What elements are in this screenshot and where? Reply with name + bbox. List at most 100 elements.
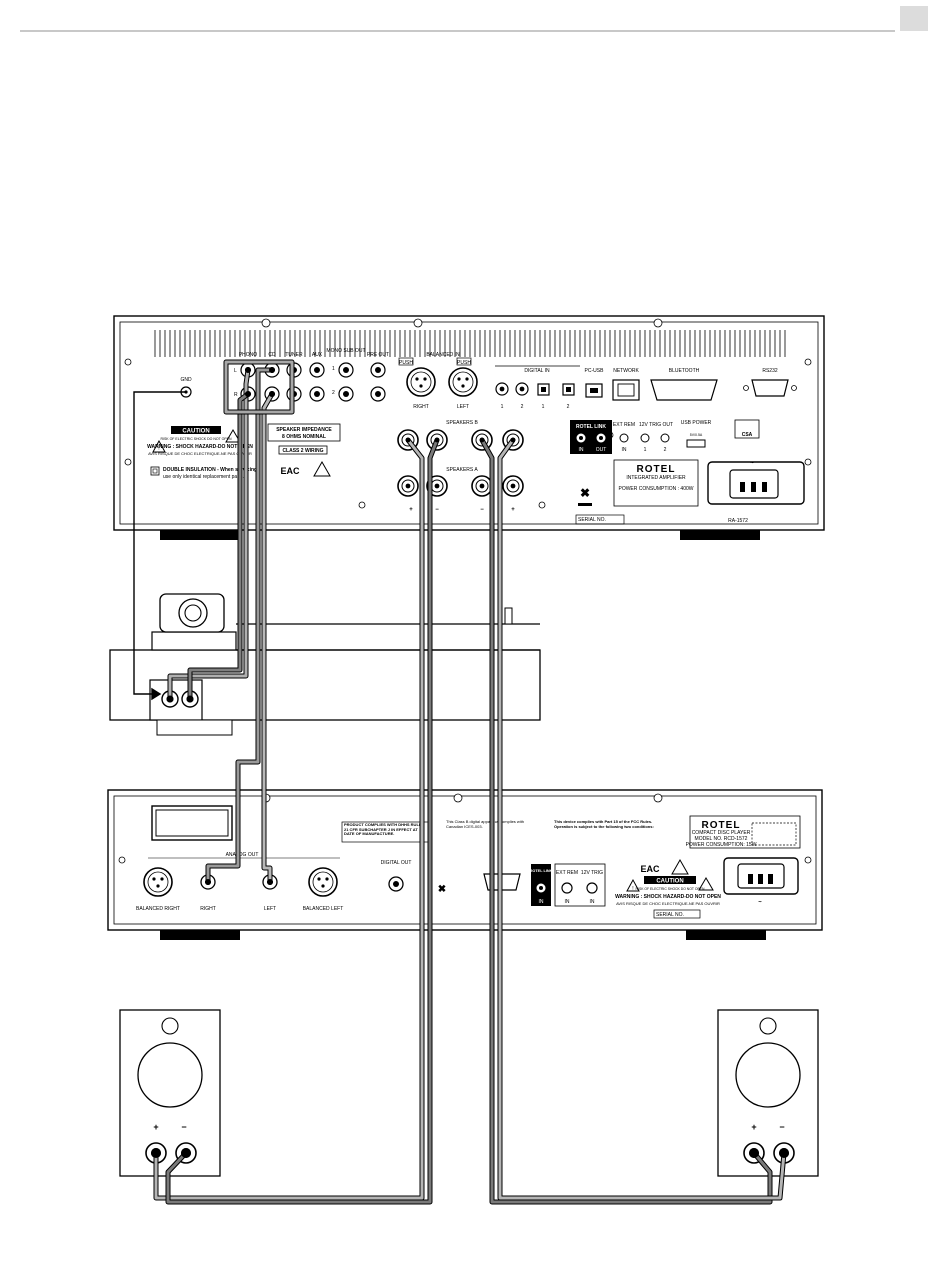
amp-network-label: NETWORK bbox=[613, 368, 639, 374]
svg-text:~: ~ bbox=[758, 900, 762, 906]
amp-class2-box bbox=[278, 445, 328, 455]
cd-balanced-left-label: BALANCED LEFT bbox=[303, 906, 344, 912]
speaker-left-woofer bbox=[735, 1042, 801, 1108]
turntable bbox=[109, 593, 541, 736]
cd-fcc-text: This device complies with Part 15 of the… bbox=[554, 820, 654, 829]
amp-input-tuner: TUNER bbox=[285, 352, 303, 358]
cd-warning-fr: AVIS RISQUE DE CHOC ELECTRIQUE-NE PAS OU… bbox=[616, 901, 720, 906]
cd-caution-label: CAUTION bbox=[656, 879, 683, 885]
amp-brand: ROTEL bbox=[637, 464, 676, 475]
cd-eac-mark: EAC bbox=[640, 864, 660, 874]
amp-channel-l: L bbox=[234, 368, 237, 374]
amp-trig-2-label: 2 bbox=[664, 447, 667, 453]
amp-xlr-left-label: LEFT bbox=[457, 404, 469, 410]
amp-caution-box bbox=[171, 426, 221, 434]
cd-right-label: RIGHT bbox=[200, 906, 216, 912]
cd-cert-icon bbox=[671, 858, 689, 875]
amp-vents bbox=[154, 330, 786, 357]
turntable-tonearm-base bbox=[151, 631, 237, 651]
cd-ext-rem-in: IN bbox=[565, 899, 570, 905]
amp-impedance-label: SPEAKER IMPEDANCE bbox=[276, 427, 332, 433]
amp-usb-power-label: USB POWER bbox=[681, 420, 712, 426]
cd-analog-cable bbox=[205, 359, 295, 882]
cd-power: POWER CONSUMPTION: 15W bbox=[686, 842, 757, 848]
amp-model: RA-1572 bbox=[728, 518, 748, 524]
amp-push-right-label: PUSH bbox=[399, 360, 413, 366]
cd-trig-jack[interactable] bbox=[586, 882, 598, 894]
amp-coax-2-label: 2 bbox=[521, 404, 524, 410]
amp-spk-plus-right: + bbox=[409, 507, 413, 513]
amp-double-insulation: DOUBLE INSULATION - When servicing bbox=[163, 467, 257, 473]
amp-ohms-label: 8 OHMS NOMINAL bbox=[282, 434, 326, 440]
speaker-left-plus-label: + bbox=[751, 1122, 756, 1132]
amp-ext-rem-jack[interactable] bbox=[619, 433, 629, 443]
cd-foot-left bbox=[160, 930, 240, 940]
amp-trig-out-label: 12V TRIG OUT bbox=[639, 422, 673, 428]
amp-digital-in-label: DIGITAL IN bbox=[524, 368, 550, 374]
amp-class2-label: CLASS 2 WIRING bbox=[282, 448, 323, 454]
cd-balanced-right-label: BALANCED RIGHT bbox=[136, 906, 180, 912]
amp-input-cd: CD bbox=[268, 352, 276, 358]
amp-optical-2-label: 2 bbox=[567, 404, 570, 410]
amp-speakers-b-label: SPEAKERS B bbox=[446, 420, 478, 426]
amp-trig-2-jack[interactable] bbox=[660, 433, 670, 443]
amp-usb-power-port[interactable] bbox=[686, 439, 706, 448]
amp-power: POWER CONSUMPTION : 400W bbox=[618, 486, 693, 492]
amp-rotel-link-in-label: IN bbox=[579, 447, 584, 453]
amp-ext-rem-in: IN bbox=[622, 447, 627, 453]
amp-balanced-in-label: BALANCED IN bbox=[426, 352, 460, 358]
cd-weee-icon: ✖ bbox=[438, 884, 446, 895]
svg-text:!: ! bbox=[158, 446, 159, 452]
amp-bluetooth-port[interactable] bbox=[650, 379, 718, 401]
svg-text:~: ~ bbox=[750, 461, 754, 467]
amp-caution-label: CAUTION bbox=[182, 429, 209, 435]
cd-rotel-link-in-label: IN bbox=[539, 899, 544, 905]
cd-caution-sub: RISK OF ELECTRIC SHOCK DO NOT OPEN bbox=[636, 887, 705, 891]
amp-sub-num-1: 1 bbox=[332, 366, 335, 372]
cd-left-label: LEFT bbox=[264, 906, 276, 912]
amp-coax-1-label: 1 bbox=[501, 404, 504, 410]
amp-channel-r: R bbox=[234, 392, 238, 398]
amp-rs232-port[interactable] bbox=[751, 379, 789, 397]
cd-serial-label: SERIAL NO. bbox=[656, 912, 684, 918]
amp-impedance-box bbox=[267, 423, 341, 442]
amp-xlr-left-push-tab[interactable] bbox=[456, 357, 472, 366]
amp-csa-mark bbox=[734, 419, 760, 439]
amp-eac-mark: EAC bbox=[280, 466, 300, 476]
cd-player-rear-panel: ANALOG OUT BALANCED RIGHT RIGHT LEFT BAL… bbox=[107, 789, 823, 940]
amp-speakers-a-label: SPEAKERS A bbox=[446, 467, 478, 473]
amp-gnd-label: GND bbox=[180, 377, 192, 383]
cd-brand: ROTEL bbox=[702, 820, 741, 831]
amp-product-plate bbox=[613, 459, 699, 507]
amp-foot-left bbox=[160, 530, 240, 540]
amp-xlr-right-push-tab[interactable] bbox=[398, 357, 414, 366]
amp-usb-power-sub: 5V/0.5A bbox=[690, 433, 703, 437]
amp-mono-sub-out-label: MONO SUB OUT bbox=[326, 348, 365, 354]
ground-wire bbox=[133, 391, 186, 701]
amp-weee-icon: ✖ bbox=[580, 486, 590, 500]
amp-spk-plus-left: + bbox=[511, 507, 515, 513]
amp-input-aux: AUX bbox=[312, 352, 323, 358]
speaker-right-woofer bbox=[137, 1042, 203, 1108]
speaker-right-plus-label: + bbox=[153, 1122, 158, 1132]
cd-ext-rem-jack[interactable] bbox=[561, 882, 573, 894]
cd-class-b-text: This Class B digital apparatus complies … bbox=[446, 820, 525, 829]
amp-foot-right bbox=[680, 530, 760, 540]
cd-ext-rem-label: EXT REM bbox=[556, 870, 578, 876]
amp-trig-1-jack[interactable] bbox=[640, 433, 650, 443]
cd-caution-box bbox=[644, 876, 696, 884]
amp-pc-usb-label: PC-USB bbox=[585, 368, 605, 374]
amplifier-rear-panel: PHONO CD TUNER AUX MONO SUB OUT PRE OUT … bbox=[113, 315, 825, 540]
amp-rotel-link-out-label: OUT bbox=[596, 447, 607, 453]
amp-rotel-link-label: ROTEL LINK bbox=[576, 424, 606, 430]
amp-serial-label: SERIAL NO. bbox=[578, 517, 606, 523]
cd-trig-in: IN bbox=[590, 899, 595, 905]
amp-network-port[interactable] bbox=[612, 379, 640, 401]
cd-warning-text: WARNING : SHOCK HAZARD-DO NOT OPEN bbox=[615, 894, 721, 900]
jack-overlays bbox=[151, 367, 789, 1158]
amp-pre-out-label: PRE OUT bbox=[367, 352, 389, 358]
speaker-cable-right bbox=[153, 438, 440, 1205]
amp-optical-1-label: 1 bbox=[542, 404, 545, 410]
